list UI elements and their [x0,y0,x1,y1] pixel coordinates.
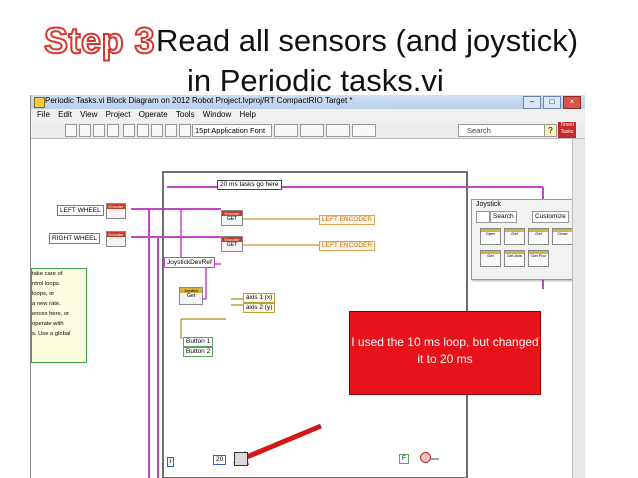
labview-app-icon [34,97,45,108]
palette-get-item-3[interactable]: Get [480,250,501,267]
wait-ms-icon[interactable] [234,452,248,466]
palette-get-axis-item[interactable]: Get Axis [504,250,525,267]
diagram-comment: take care of ntrol loops. loops, or a ne… [31,268,87,363]
run-arrow-icon[interactable] [65,124,77,137]
menu-project[interactable]: Project [105,110,131,119]
slide-title-line1: Read all sensors (and joystick) [156,23,579,58]
run-continuously-icon[interactable] [79,124,91,137]
palette-title: Joystick [476,201,501,208]
axis2-indicator[interactable]: axis 2 (y) [243,303,276,313]
palette-get-item-1[interactable]: Get [504,228,525,245]
align-objects-icon[interactable] [274,124,298,137]
joystick-dev-ref[interactable]: JoystickDevRef [164,257,215,268]
palette-close-item[interactable]: Close [552,228,573,245]
left-wheel-ref-node[interactable]: Encoder [106,203,126,219]
palette-get-pov-item[interactable]: Get Pov [528,250,549,267]
window-title: Periodic Tasks.vi Block Diagram on 2012 … [45,96,353,105]
loop-iteration-terminal: i [167,457,175,467]
stop-boolean-constant[interactable]: F [399,454,409,464]
left-encoder-indicator-2[interactable]: LEFT ENCODER [319,241,376,251]
timed-tasks-badge: Timed Tasks [558,122,576,138]
palette-up-icon[interactable] [476,211,490,223]
loop-label: 20 ms tasks go here [217,180,282,190]
labview-window: Periodic Tasks.vi Block Diagram on 2012 … [30,95,585,478]
palette-search-button[interactable]: Search [490,211,517,223]
menu-edit[interactable]: Edit [58,110,72,119]
pause-icon[interactable] [107,124,119,137]
wait-ms-constant[interactable]: 20 [213,455,227,465]
stop-terminal-icon[interactable] [420,452,431,463]
retain-wire-values-icon[interactable] [137,124,149,137]
window-titlebar: Periodic Tasks.vi Block Diagram on 2012 … [31,95,585,109]
menu-file[interactable]: File [37,110,50,119]
menu-help[interactable]: Help [239,110,256,119]
left-encoder-indicator-1[interactable]: LEFT ENCODER [319,215,376,225]
window-controls: – □ × [523,96,581,109]
annotation-text: I used the 10 ms loop, but changed it to… [351,335,539,366]
joystick-palette[interactable]: Joystick Search Customize Open Get Get C… [471,199,585,280]
resize-objects-icon[interactable] [326,124,350,137]
annotation-callout: I used the 10 ms loop, but changed it to… [349,311,541,395]
axis1-indicator[interactable]: axis 1 (x) [243,293,276,303]
maximize-button[interactable]: □ [543,96,561,109]
right-wheel-control[interactable]: RIGHT WHEEL [49,233,101,244]
font-select[interactable]: 15pt Application Font [192,124,272,137]
slide-title-line2: in Periodic tasks.vi [187,63,444,98]
palette-get-item-2[interactable]: Get [528,228,549,245]
step-out-icon[interactable] [179,124,191,137]
search-input[interactable]: Search [458,124,552,137]
button2-indicator[interactable]: Button 2 [183,347,214,357]
close-button[interactable]: × [563,96,581,109]
palette-customize-button[interactable]: Customize [532,211,569,223]
step-into-icon[interactable] [151,124,163,137]
toolbar: 15pt Application Font Search ? Timed Tas… [31,122,585,139]
distribute-objects-icon[interactable] [300,124,324,137]
reorder-icon[interactable] [352,124,376,137]
help-icon[interactable]: ? [544,124,557,137]
left-wheel-control[interactable]: LEFT WHEEL [57,205,104,216]
menu-bar: File Edit View Project Operate Tools Win… [31,109,585,122]
abort-icon[interactable] [93,124,105,137]
palette-open-item[interactable]: Open [480,228,501,245]
highlight-execution-icon[interactable] [123,124,135,137]
minimize-button[interactable]: – [523,96,541,109]
right-wheel-ref-node[interactable]: Encoder [106,231,126,247]
step-label: Step 3 [43,19,156,62]
menu-tools[interactable]: Tools [175,110,195,119]
menu-operate[interactable]: Operate [138,110,168,119]
block-diagram[interactable]: LEFT WHEEL RIGHT WHEEL Encoder Encoder t… [31,139,585,478]
vertical-scrollbar[interactable] [572,139,585,478]
menu-view[interactable]: View [80,110,98,119]
step-over-icon[interactable] [165,124,177,137]
menu-window[interactable]: Window [202,110,232,119]
button1-indicator[interactable]: Button 1 [183,337,214,347]
